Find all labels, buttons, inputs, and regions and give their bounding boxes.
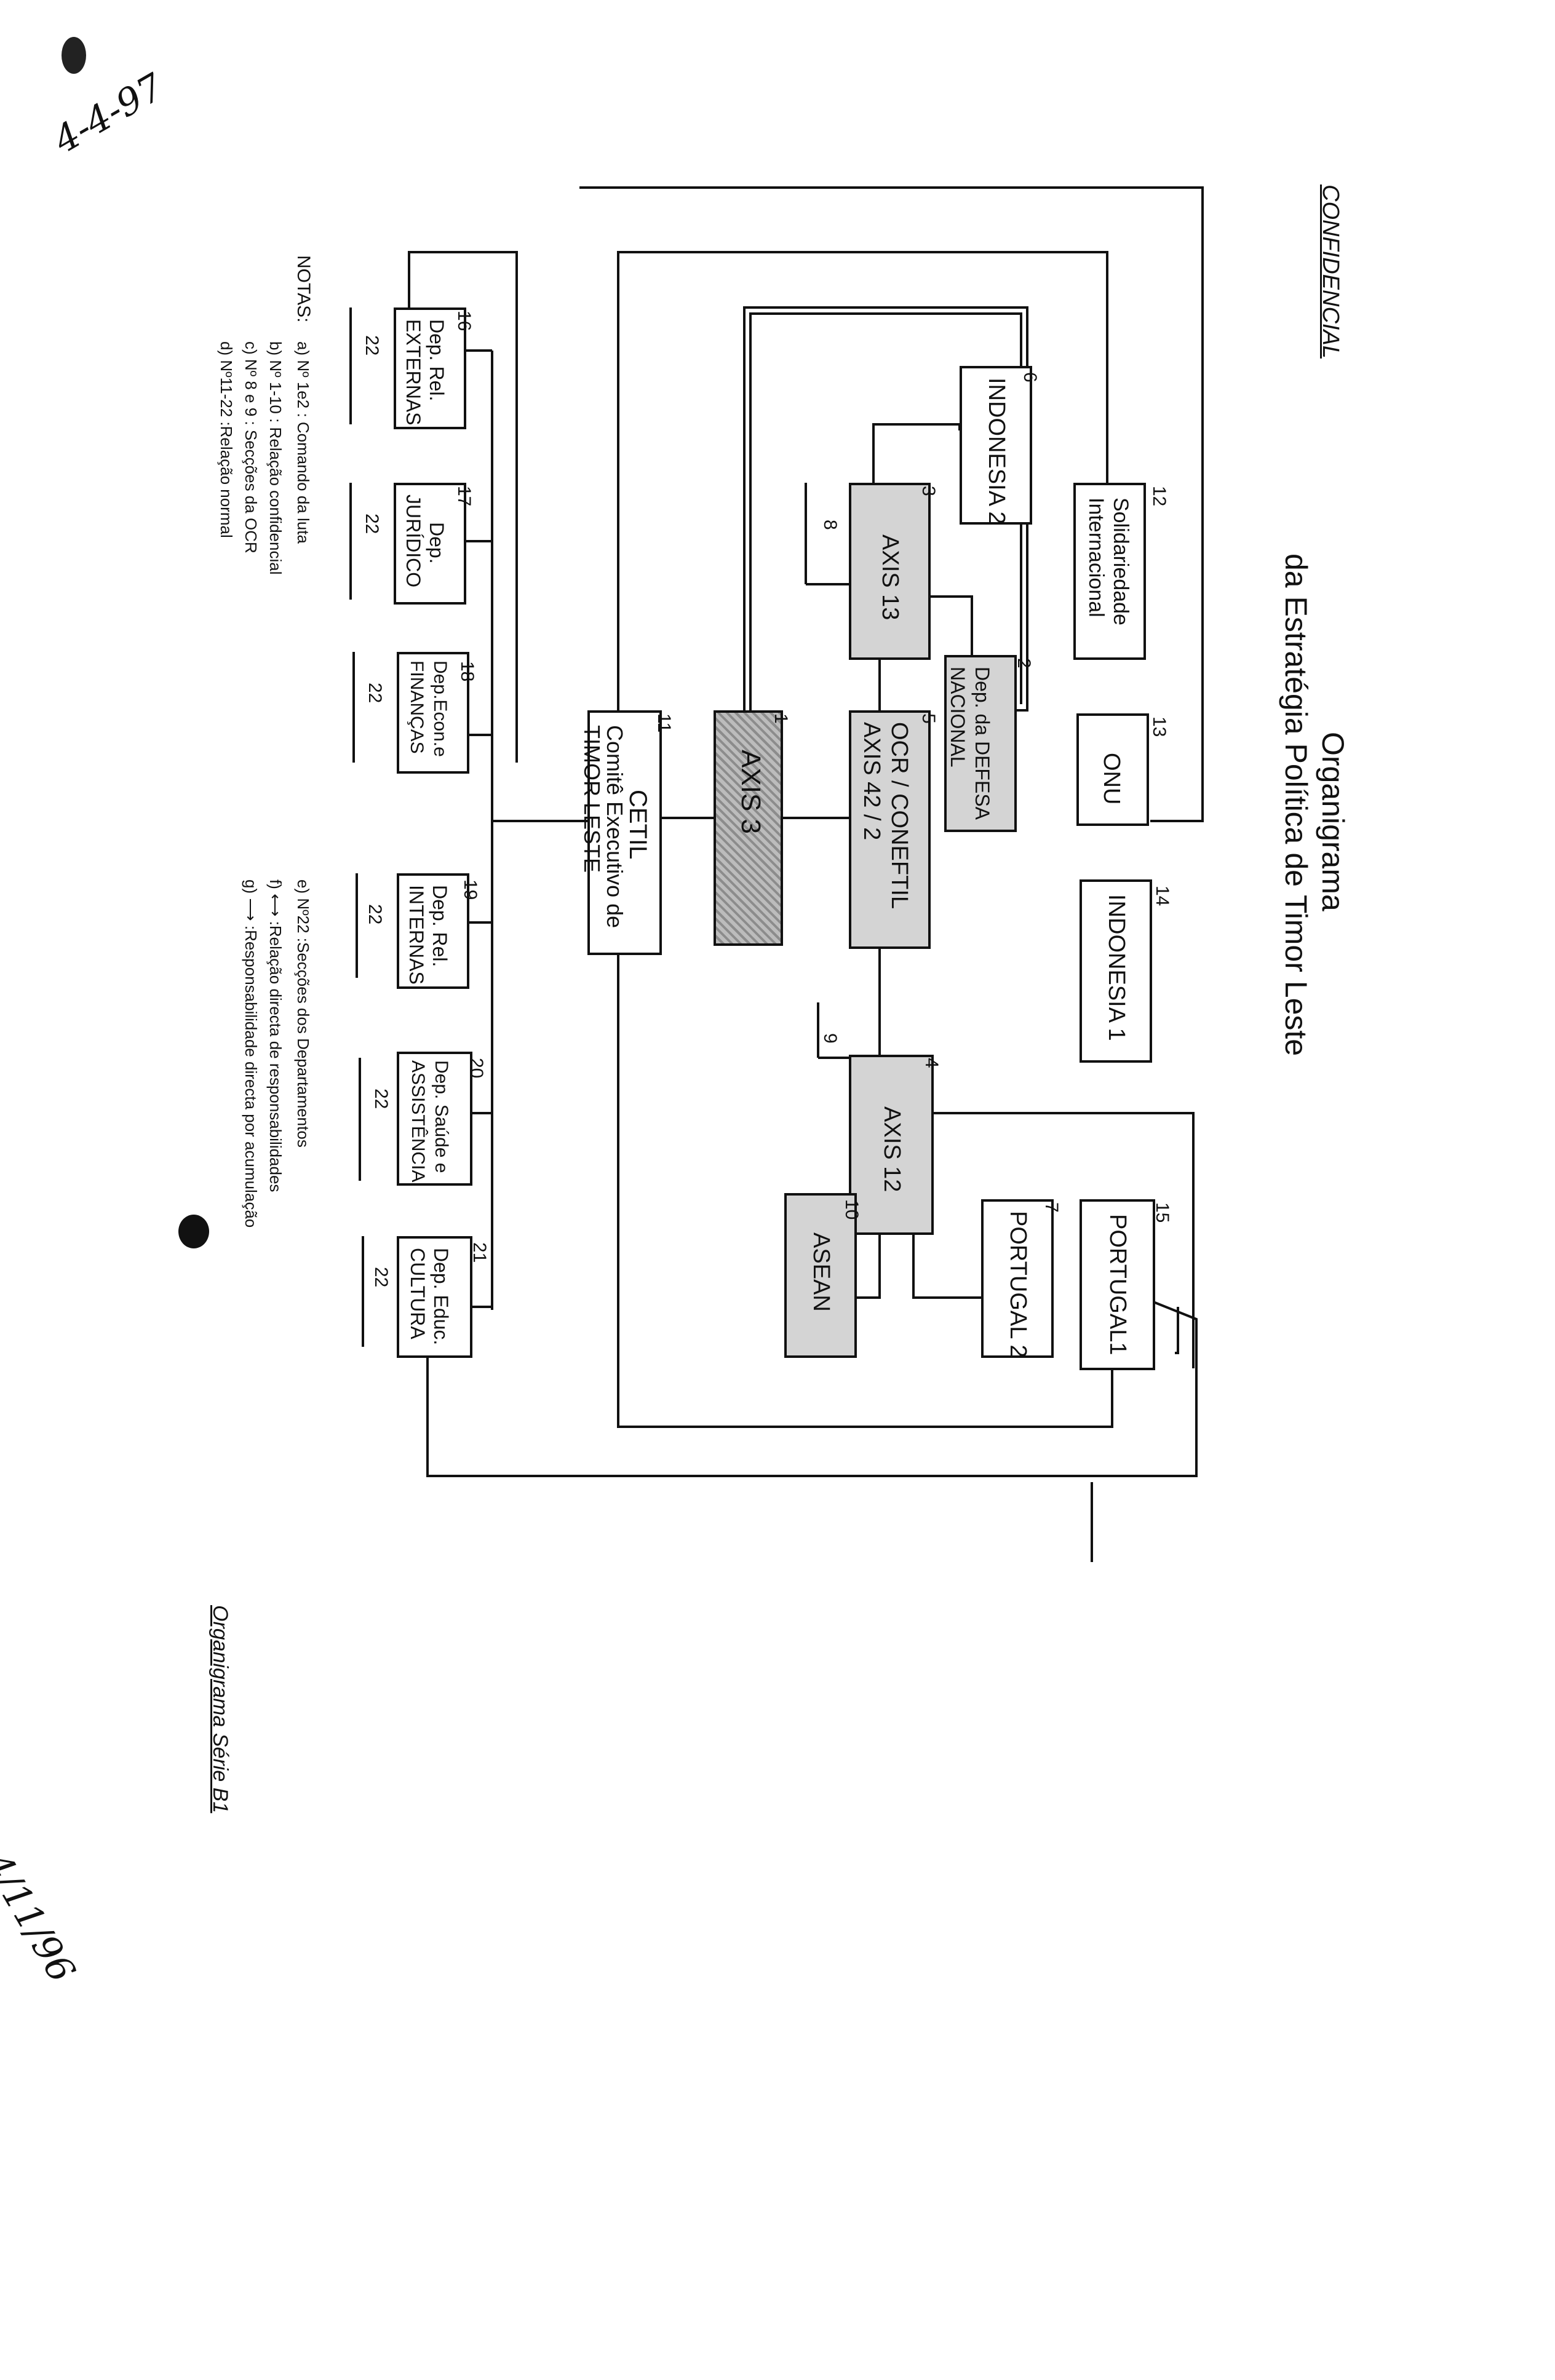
note-c: c) Nº 8 e 9 : Secções da OCR	[242, 341, 260, 553]
node-number: 5	[918, 713, 939, 724]
node-dep-rel-internas: Dep. Rel. INTERNAS	[397, 873, 469, 989]
node-number: 14	[1152, 886, 1172, 906]
section-number: 22	[365, 683, 385, 704]
node-solidariedade: Solidariedade Internacional	[1073, 483, 1146, 660]
diagram-title-line1: Organigrama	[1316, 732, 1350, 911]
node-portugal-1: PORTUGAL1	[1080, 1199, 1155, 1370]
node-axis-13: AXIS 13	[849, 483, 931, 660]
node-number: 2	[1014, 658, 1034, 668]
node-ocr-coneftil: OCR / CONEFTIL AXIS 42 / 2	[849, 710, 931, 949]
diagram-title-line2: da Estratégia Política de Timor Leste	[1279, 553, 1313, 1057]
section-number: 22	[365, 904, 385, 925]
node-number: 18	[457, 661, 477, 682]
node-number: 4	[921, 1058, 942, 1068]
node-dep-econ-financas: Dep.Econ.e FINANÇAS	[397, 652, 469, 774]
node-number: 15	[1152, 1202, 1172, 1223]
node-number: 10	[841, 1199, 862, 1220]
note-b: b) Nº 1-10 : Relação confidencial	[266, 341, 285, 575]
node-axis-3: AXIS 3	[714, 710, 783, 946]
node-axis-12: AXIS 12	[849, 1055, 934, 1235]
section-number: 22	[371, 1267, 391, 1288]
note-f: f) ⟷ :Relação directa de responsabilidad…	[266, 879, 285, 1192]
node-cetil: CETIL Comitê Executivo de TIMOR LESTE	[579, 710, 662, 955]
node-portugal-2: PORTUGAL 2	[981, 1199, 1054, 1358]
section-number: 22	[371, 1089, 391, 1109]
note-e: e) Nº22 :Secções dos Departamentos	[294, 879, 312, 1148]
node-indonesia-1: INDONESIA 1	[1080, 879, 1152, 1063]
node-number: 20	[466, 1058, 487, 1079]
node-dep-juridico: Dep. JURÍDICO	[394, 483, 466, 605]
node-number: 1	[771, 713, 791, 724]
node-number: 12	[1149, 486, 1169, 507]
node-number: 3	[918, 486, 939, 496]
node-number: 11	[654, 713, 674, 733]
note-g: g) ⟶ :Responsabilidade directa por acumu…	[242, 879, 260, 1228]
node-asean: ASEAN	[784, 1193, 857, 1358]
node-dep-rel-externas: Dep. Rel. EXTERNAS	[394, 307, 466, 429]
ink-mark	[62, 37, 86, 74]
node-number: 7	[1041, 1202, 1062, 1213]
section-number: 22	[362, 514, 382, 534]
node-number: 21	[469, 1242, 490, 1263]
node-dep-educ-cultura: Dep. Educ. CULTURA	[397, 1236, 472, 1358]
section-number: 8	[820, 520, 840, 530]
node-number: 17	[454, 486, 474, 507]
ink-blot	[178, 1215, 209, 1248]
note-d: d) Nº11-22 :Relação normal	[217, 341, 236, 538]
classification-label: CONFIDENCIAL	[1318, 184, 1343, 359]
node-defesa-nacional: Dep. da DEFESA NACIONAL	[944, 655, 1017, 832]
node-number: 13	[1149, 716, 1169, 737]
node-indonesia-2: INDONESIA 2	[960, 366, 1032, 525]
node-number: 16	[454, 311, 474, 331]
node-onu: ONU	[1076, 713, 1149, 826]
series-label: Organigrama Série B1	[209, 1605, 232, 1814]
notes-heading: NOTAS:	[293, 255, 314, 323]
node-dep-saude-assistencia: Dep. Saúde e ASSISTÊNCIA	[397, 1052, 472, 1186]
node-number: 19	[460, 879, 480, 900]
node-number: 6	[1020, 372, 1040, 383]
note-a: a) Nº 1e2 : Comando da luta	[294, 341, 312, 544]
section-number: 22	[362, 335, 382, 356]
section-number: 9	[820, 1033, 840, 1044]
